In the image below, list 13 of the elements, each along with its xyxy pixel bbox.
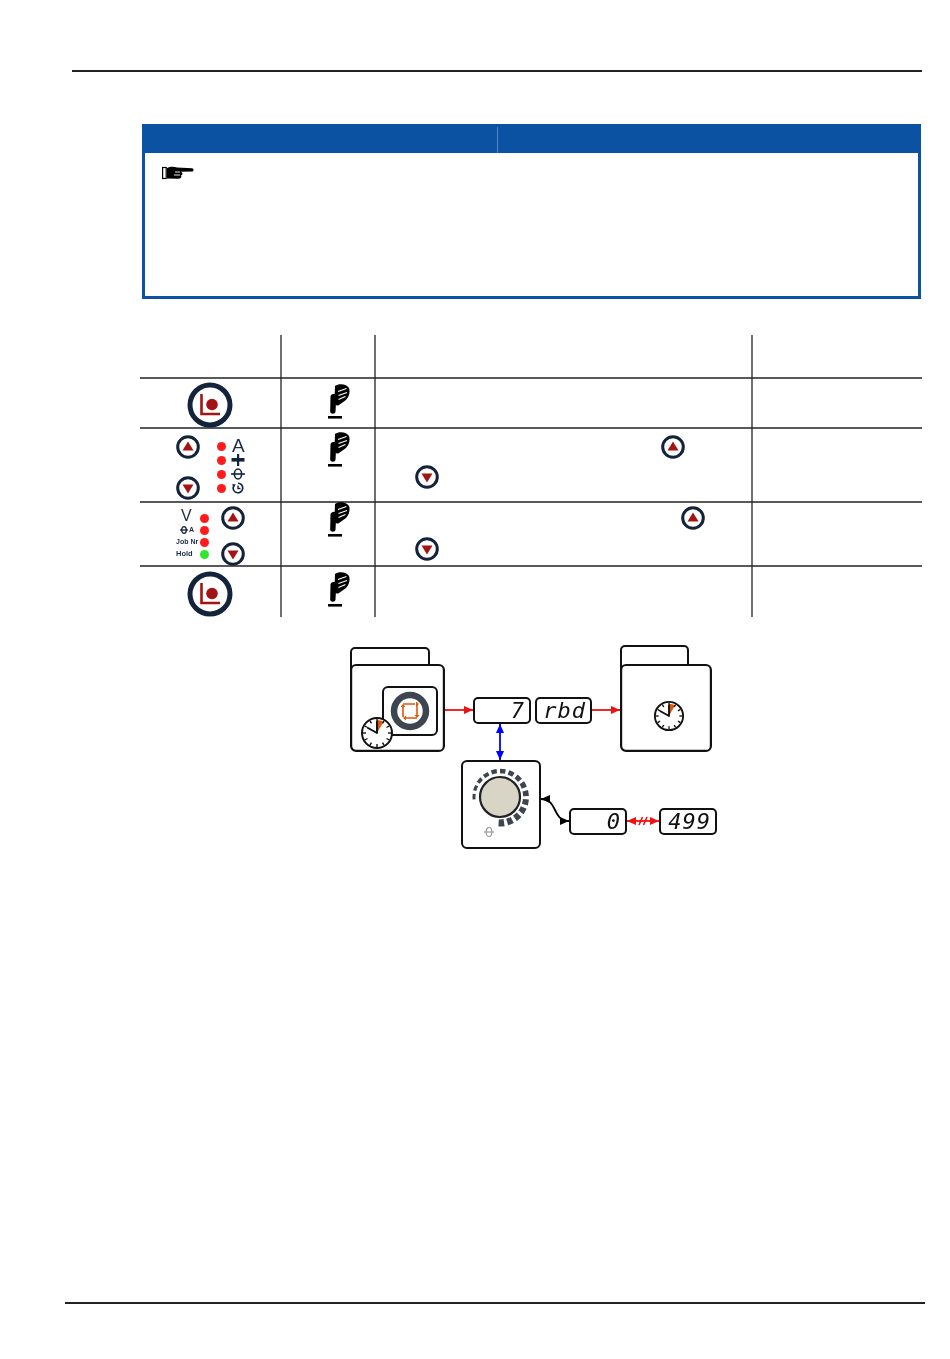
seven-segment-display: 7	[473, 697, 531, 724]
panel-card	[620, 645, 712, 752]
arrow	[540, 796, 570, 824]
indicator-label: A	[232, 436, 245, 455]
arrow	[496, 723, 504, 761]
seven-segment-display: rbd	[535, 697, 592, 724]
seven-segment-display: 499	[659, 808, 717, 835]
seven-segment-display: 0	[569, 808, 627, 835]
arrow	[626, 816, 660, 826]
control-panel	[461, 760, 541, 849]
indicator-label: V	[181, 508, 192, 524]
arrow	[591, 706, 621, 714]
arrow	[444, 706, 474, 714]
